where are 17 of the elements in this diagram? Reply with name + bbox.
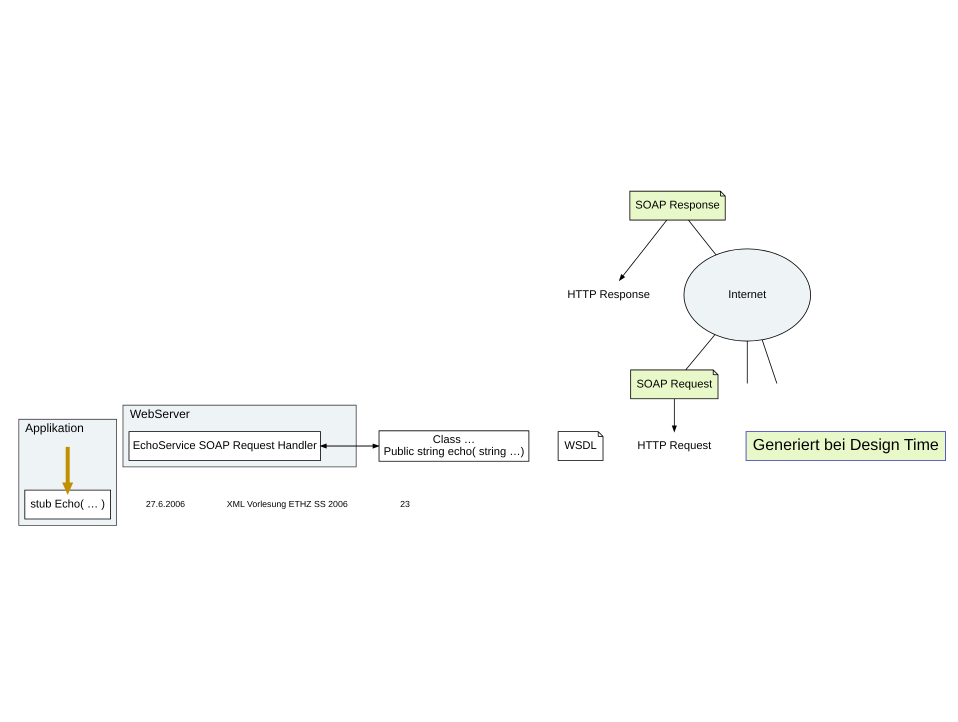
connector <box>688 219 716 255</box>
node-box: Generiert bei Design Time <box>746 430 946 460</box>
connector <box>685 334 716 370</box>
node-text: HTTP Response <box>567 288 650 300</box>
node-box: EchoService SOAP Request Handler <box>128 430 321 460</box>
label: 23 <box>400 498 410 508</box>
node-ellipse: Internet <box>684 248 811 341</box>
label: 27.6.2006 <box>146 498 186 508</box>
arrow <box>618 219 668 281</box>
arrow <box>62 446 74 495</box>
label: XML Vorlesung ETHZ SS 2006 <box>226 498 348 508</box>
node-box: Class … Public string echo( string …) <box>378 430 530 462</box>
connector <box>762 339 778 384</box>
connector <box>746 340 748 384</box>
node-box: stub Echo( … ) <box>24 489 111 519</box>
node-text: HTTP Request <box>637 440 712 452</box>
arrow <box>672 398 677 432</box>
